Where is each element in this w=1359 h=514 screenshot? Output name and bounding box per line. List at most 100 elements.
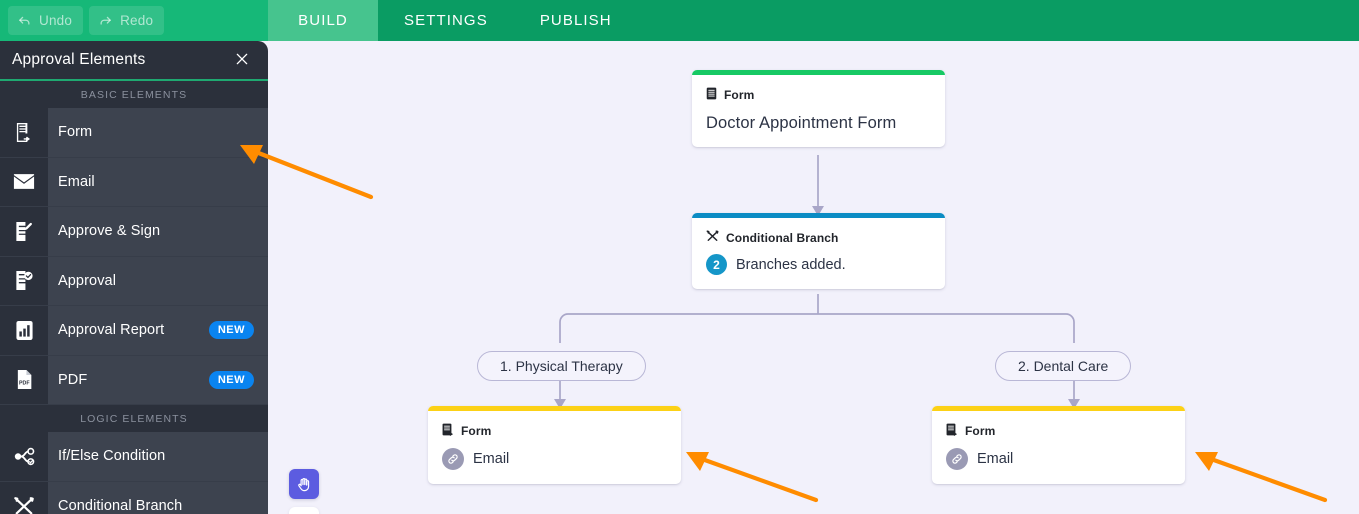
link-icon bbox=[946, 448, 968, 470]
node-kind-row: Form bbox=[442, 423, 667, 439]
node-form-body: Form Doctor Appointment Form bbox=[692, 75, 945, 147]
sidebar-item-conditional-branch-label: Conditional Branch bbox=[58, 497, 183, 514]
bar-chart-icon bbox=[0, 306, 48, 355]
redo-icon bbox=[98, 13, 113, 28]
sidebar-item-approve-sign-label: Approve & Sign bbox=[58, 223, 161, 240]
arrow-head bbox=[1068, 399, 1080, 409]
status-badge-new: NEW bbox=[208, 370, 254, 389]
sidebar-item-approve-sign[interactable]: Approve & Sign bbox=[0, 207, 268, 257]
sidebar-item-approval-label: Approval bbox=[58, 272, 117, 289]
node-email-label: Email bbox=[977, 451, 1014, 467]
envelope-icon bbox=[0, 157, 48, 206]
approval-elements-panel: Approval Elements BASIC ELEMENTS Form bbox=[0, 41, 268, 514]
panel-header: Approval Elements bbox=[0, 41, 268, 81]
node-accent-bar bbox=[932, 406, 1185, 411]
redo-label: Redo bbox=[120, 13, 154, 28]
top-bar-spacer bbox=[638, 0, 1359, 41]
sidebar-item-pdf-body: PDF NEW bbox=[48, 355, 268, 404]
redo-button[interactable]: Redo bbox=[89, 6, 165, 35]
branch-count-text: Branches added. bbox=[736, 256, 846, 273]
node-kind-label: Conditional Branch bbox=[726, 230, 839, 245]
node-branch-2-form[interactable]: Form Email bbox=[932, 406, 1185, 484]
main-nav-tabs: BUILD SETTINGS PUBLISH bbox=[268, 0, 638, 41]
branch-pill-1-label: 1. Physical Therapy bbox=[500, 358, 623, 374]
sidebar-item-conditional-branch-body: Conditional Branch bbox=[48, 481, 268, 514]
sidebar-item-form-body: Form bbox=[48, 108, 268, 157]
arrow-head bbox=[554, 399, 566, 409]
sidebar-item-email-body: Email bbox=[48, 157, 268, 206]
node-email-row: Email bbox=[442, 448, 667, 470]
sidebar-item-approval[interactable]: Approval bbox=[0, 256, 268, 306]
sidebar-item-if-else-condition-body: If/Else Condition bbox=[48, 432, 268, 481]
workflow-canvas[interactable]: Form Doctor Appointment Form bbox=[268, 41, 1359, 514]
approval-check-icon bbox=[0, 256, 48, 305]
approve-sign-icon bbox=[0, 207, 48, 256]
node-title: Doctor Appointment Form bbox=[706, 114, 897, 132]
node-accent-bar bbox=[428, 406, 681, 411]
link-icon bbox=[442, 448, 464, 470]
node-kind-row: Form bbox=[946, 423, 1171, 439]
pan-tool-button[interactable] bbox=[289, 469, 319, 499]
node-kind-label: Form bbox=[965, 424, 996, 438]
branch-count-badge: 2 bbox=[706, 254, 727, 275]
sidebar-item-if-else-condition[interactable]: If/Else Condition bbox=[0, 432, 268, 482]
branch-pill-2[interactable]: 2. Dental Care bbox=[995, 351, 1132, 381]
close-icon[interactable] bbox=[234, 51, 250, 70]
tab-build[interactable]: BUILD bbox=[268, 0, 378, 41]
canvas-tool-secondary[interactable] bbox=[289, 507, 319, 514]
sidebar-item-approval-report-label: Approval Report bbox=[58, 322, 165, 339]
node-email-label: Email bbox=[473, 451, 510, 467]
section-heading-basic: BASIC ELEMENTS bbox=[0, 81, 268, 108]
node-conditional-branch-body: Conditional Branch 2 Branches added. bbox=[692, 218, 945, 289]
history-controls: Undo Redo bbox=[0, 0, 268, 41]
sidebar-item-email[interactable]: Email bbox=[0, 157, 268, 207]
sidebar-item-approval-report[interactable]: Approval Report NEW bbox=[0, 306, 268, 356]
branch-count-row: 2 Branches added. bbox=[706, 254, 931, 275]
undo-button[interactable]: Undo bbox=[8, 6, 84, 35]
tab-publish-label: PUBLISH bbox=[539, 12, 612, 29]
sidebar-item-approval-report-body: Approval Report NEW bbox=[48, 306, 268, 355]
node-accent-bar bbox=[692, 70, 945, 75]
node-branch-1-form-body: Form Email bbox=[428, 411, 681, 484]
sidebar-item-form[interactable]: Form bbox=[0, 108, 268, 158]
node-form[interactable]: Form Doctor Appointment Form bbox=[692, 70, 945, 147]
form-icon bbox=[706, 87, 717, 103]
sidebar-item-approval-body: Approval bbox=[48, 256, 268, 305]
flow-connectors bbox=[554, 155, 1080, 409]
node-kind-row: Conditional Branch bbox=[706, 230, 931, 245]
branch-pill-2-label: 2. Dental Care bbox=[1018, 358, 1109, 374]
sidebar-item-approve-sign-body: Approve & Sign bbox=[48, 207, 268, 256]
form-icon bbox=[0, 108, 48, 157]
branch-pill-1[interactable]: 1. Physical Therapy bbox=[477, 351, 646, 381]
tab-build-label: BUILD bbox=[298, 12, 348, 29]
node-kind-label: Form bbox=[724, 88, 755, 102]
sidebar-item-pdf[interactable]: PDF PDF NEW bbox=[0, 355, 268, 405]
sidebar-item-form-label: Form bbox=[58, 124, 93, 141]
undo-label: Undo bbox=[39, 13, 73, 28]
undo-icon bbox=[17, 13, 32, 28]
node-kind-row: Form bbox=[706, 87, 931, 103]
form-icon bbox=[946, 423, 958, 439]
sidebar-item-email-label: Email bbox=[58, 173, 95, 190]
status-badge-new: NEW bbox=[208, 321, 254, 340]
pdf-icon: PDF bbox=[0, 355, 48, 404]
conditional-branch-icon bbox=[706, 230, 719, 245]
sidebar-item-if-else-condition-label: If/Else Condition bbox=[58, 448, 166, 465]
form-icon bbox=[442, 423, 454, 439]
sidebar-item-pdf-label: PDF bbox=[58, 371, 88, 388]
arrow-head bbox=[812, 206, 824, 216]
tab-publish[interactable]: PUBLISH bbox=[514, 0, 638, 41]
node-branch-2-form-body: Form Email bbox=[932, 411, 1185, 484]
panel-title: Approval Elements bbox=[12, 51, 146, 68]
section-heading-logic: LOGIC ELEMENTS bbox=[0, 405, 268, 432]
node-kind-label: Form bbox=[461, 424, 492, 438]
svg-text:PDF: PDF bbox=[18, 381, 29, 387]
tab-settings[interactable]: SETTINGS bbox=[378, 0, 514, 41]
node-conditional-branch[interactable]: Conditional Branch 2 Branches added. bbox=[692, 213, 945, 289]
sidebar-item-conditional-branch[interactable]: Conditional Branch bbox=[0, 481, 268, 514]
node-branch-1-form[interactable]: Form Email bbox=[428, 406, 681, 484]
top-bar: Undo Redo BUILD SETTINGS PUBLISH bbox=[0, 0, 1359, 41]
node-accent-bar bbox=[692, 213, 945, 218]
tab-settings-label: SETTINGS bbox=[404, 12, 488, 29]
